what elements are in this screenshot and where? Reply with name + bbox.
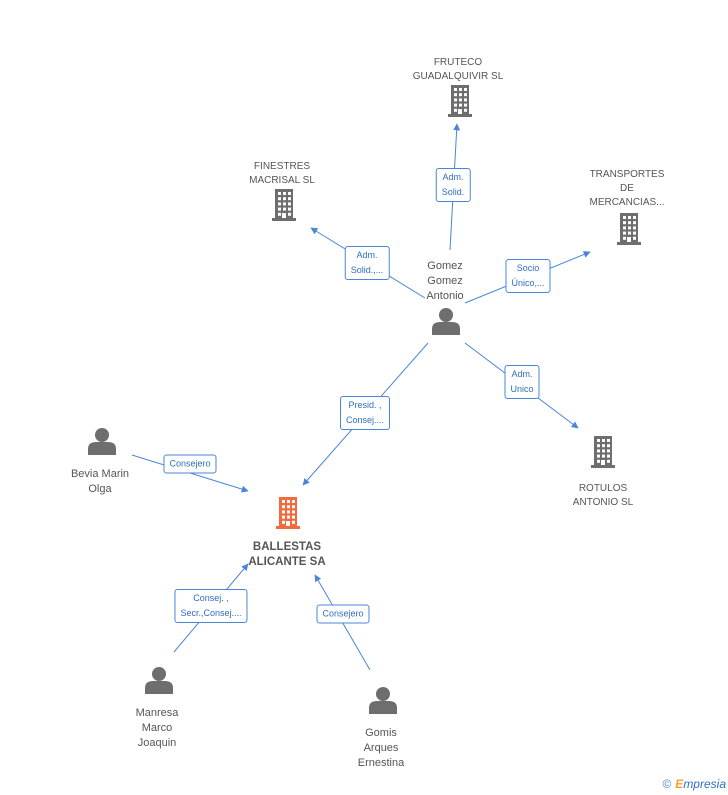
edge-label-gomez-to-transportes[interactable]: Socio Único,... xyxy=(505,259,551,293)
node-label-rotulos[interactable]: ROTULOS ANTONIO SL xyxy=(572,483,634,508)
node-label-transportes[interactable]: TRANSPORTES DE MERCANCIAS... xyxy=(589,169,665,208)
node-label-gomez[interactable]: Gomez Gomez Antonio xyxy=(426,260,464,302)
edge-label-gomez-to-rotulos[interactable]: Adm. Unico xyxy=(504,365,540,399)
copyright-icon: © xyxy=(662,777,672,791)
person-icon-gomez[interactable] xyxy=(432,308,460,335)
building-icon-rotulos[interactable] xyxy=(591,436,615,468)
building-icon-transportes[interactable] xyxy=(617,213,641,245)
edge-label-gomez-to-ballestas[interactable]: Presid. , Consej.... xyxy=(339,396,391,430)
building-icon-ballestas[interactable] xyxy=(276,497,300,529)
building-icon-fruteco[interactable] xyxy=(448,85,472,117)
node-label-manresa[interactable]: Manresa Marco Joaquin xyxy=(135,707,179,749)
edge-label-gomez-to-finestres[interactable]: Adm. Solid.,... xyxy=(344,246,390,280)
node-label-gomis[interactable]: Gomis Arques Ernestina xyxy=(357,727,405,769)
node-label-finestres[interactable]: FINESTRES MACRISAL SL xyxy=(249,161,315,186)
edge-label-gomez-to-fruteco[interactable]: Adm. Solid. xyxy=(435,168,471,202)
edge-label-gomis-to-ballestas[interactable]: Consejero xyxy=(316,604,370,624)
person-icon-manresa[interactable] xyxy=(145,667,173,694)
person-icon-bevia[interactable] xyxy=(88,428,116,455)
person-icon-gomis[interactable] xyxy=(369,687,397,714)
brand-footer: ©Empresia xyxy=(662,777,726,791)
edge-label-manresa-to-ballestas[interactable]: Consej. , Secr.,Consej.... xyxy=(174,589,248,623)
edge-label-bevia-to-ballestas[interactable]: Consejero xyxy=(163,454,217,474)
brand-logo-letter: E xyxy=(675,777,684,791)
node-label-bevia[interactable]: Bevia Marin Olga xyxy=(70,468,130,495)
brand-logo-text: mpresia xyxy=(683,777,726,791)
node-label-ballestas[interactable]: BALLESTAS ALICANTE SA xyxy=(248,541,326,568)
node-label-fruteco[interactable]: FRUTECO GUADALQUIVIR SL xyxy=(412,57,504,82)
building-icon-finestres[interactable] xyxy=(272,189,296,221)
